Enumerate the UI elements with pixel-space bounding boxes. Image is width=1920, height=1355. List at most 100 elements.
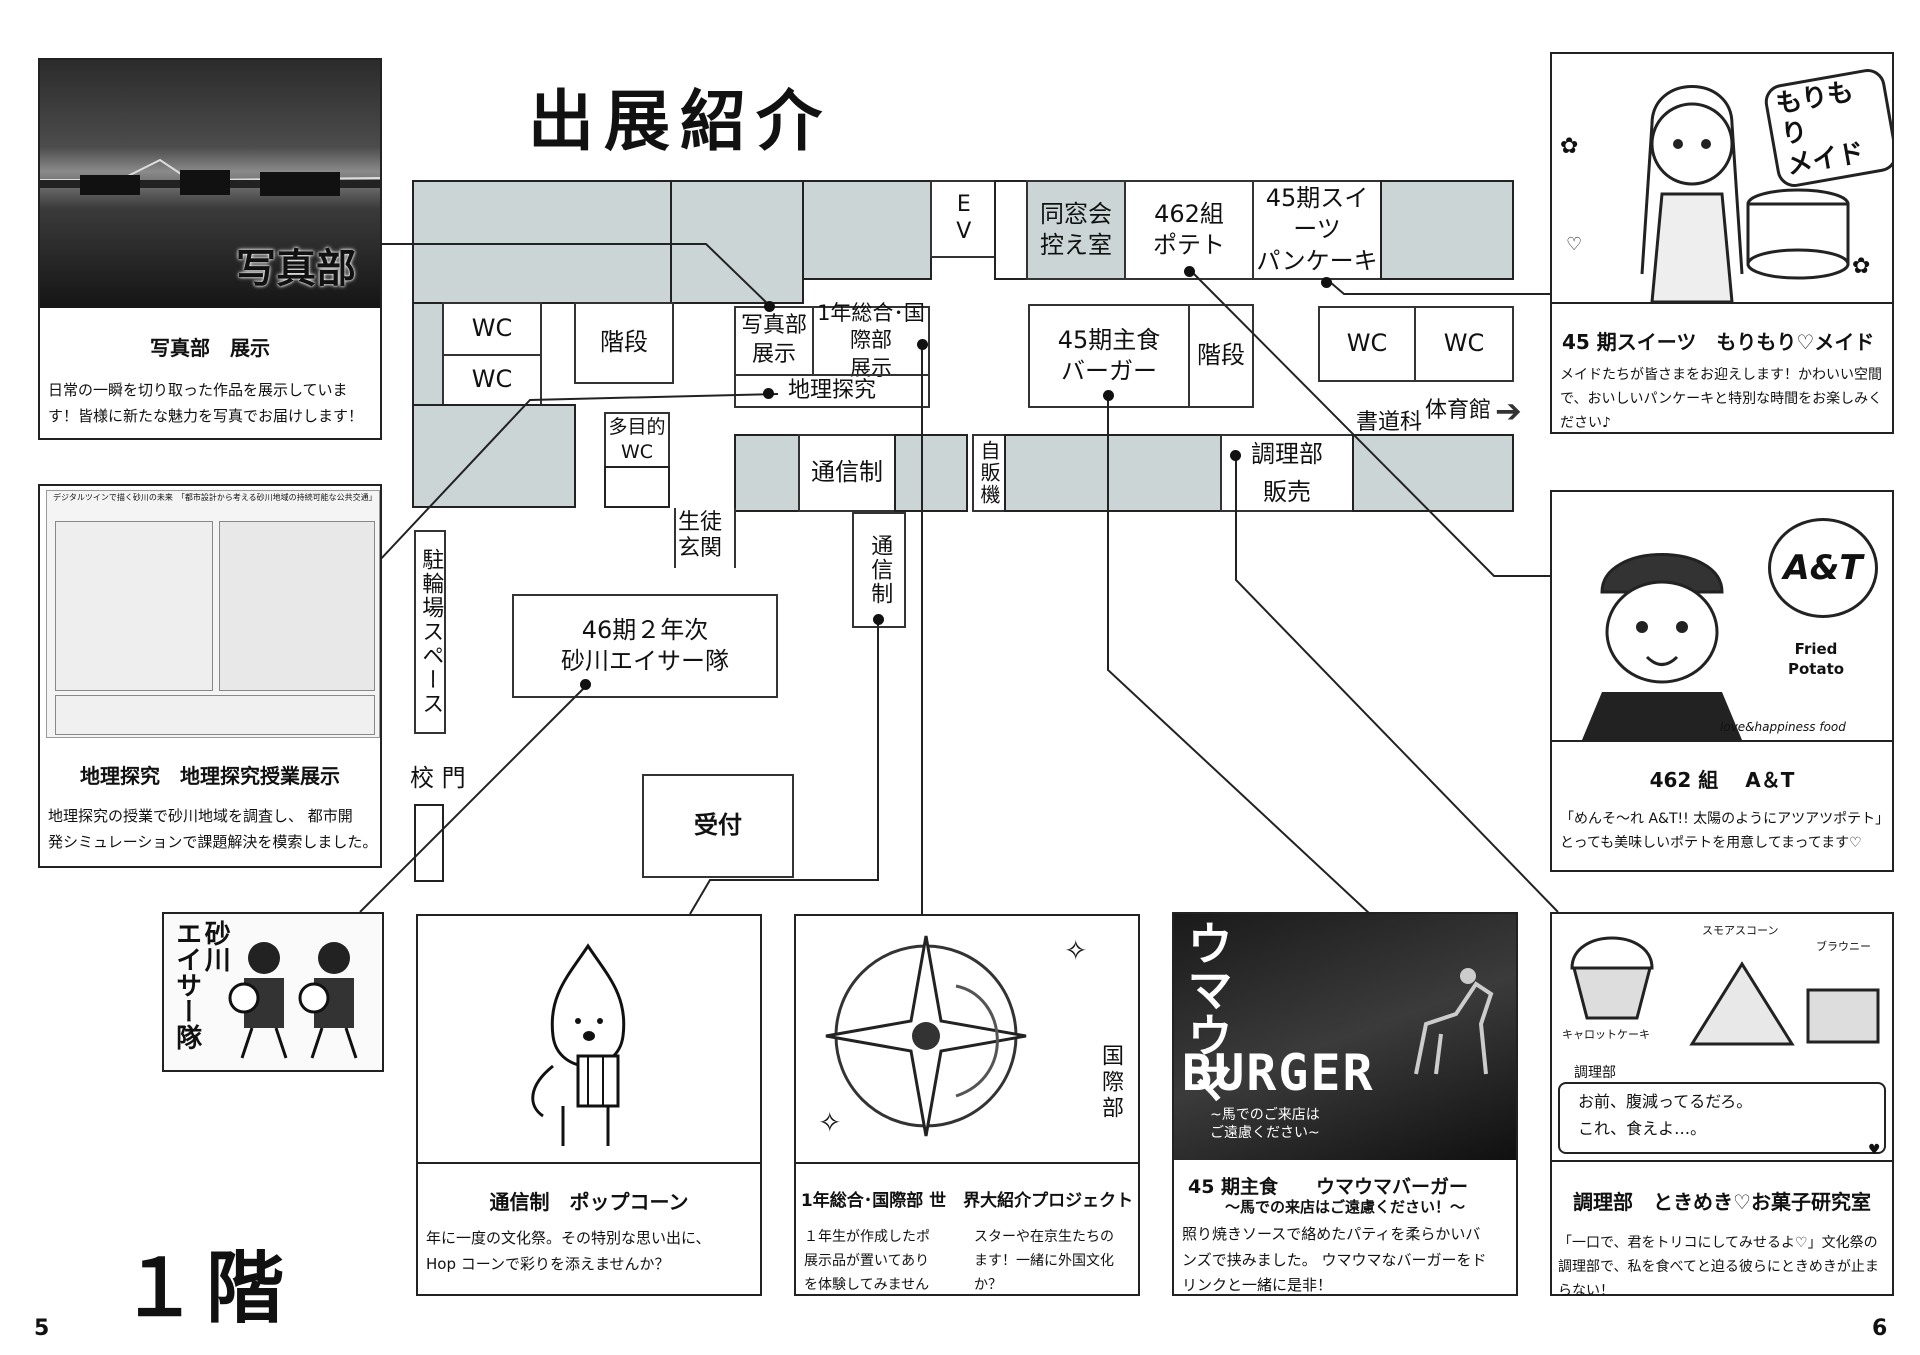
dot-tsushin — [873, 614, 884, 625]
room-wc-4: WC — [1414, 306, 1514, 382]
burger-image: ウマウマ BURGER ~馬でのご来店は ご遠慮ください~ — [1174, 914, 1516, 1160]
chouri-label-carrot: キャロットケーキ — [1562, 1028, 1650, 1041]
panel-sweets: もりもり メイド ✿ ✿ ♡ 45 期スイーツ もりもり♡メイド メイドたちが皆… — [1550, 52, 1894, 434]
bridge-silhouette-icon — [40, 158, 380, 196]
eisa-image-label: 砂川 エイサー隊 — [171, 920, 231, 1050]
sparkle-icon-2: ✧ — [818, 1106, 842, 1139]
page-title: 出展紹介 — [528, 83, 832, 160]
dot-burger — [1103, 390, 1114, 401]
sweets-image: もりもり メイド ✿ ✿ ♡ — [1552, 54, 1892, 302]
page-number-left: 5 — [34, 1316, 50, 1341]
panel-sweets-divider — [1552, 302, 1892, 304]
page-number-right: 6 — [1872, 1316, 1888, 1341]
map-block-bottom-b — [894, 434, 968, 512]
photo-image: 写真部 — [40, 60, 380, 308]
potato-image-sub: Fried Potato — [1788, 640, 1845, 678]
floor-label: １階 — [120, 1244, 293, 1334]
room-sweets-pancake: 45期スイーツ パンケーキ — [1252, 180, 1382, 280]
map-block-top-left — [412, 180, 672, 304]
horse-icon — [1414, 968, 1494, 1075]
map-block-tamokuteki-low — [604, 466, 670, 508]
area-eisa: 46期２年次 砂川エイサー隊 — [512, 594, 778, 698]
heart-icon: ♡ — [1566, 234, 1583, 255]
line-eisa — [359, 685, 587, 913]
label-seito-genkan: 生徒 玄関 — [678, 510, 723, 562]
dot-sweets — [1321, 277, 1332, 288]
burger-image-label: BURGER — [1182, 1044, 1375, 1102]
cupcake-icon — [1570, 936, 1654, 1020]
boy-character-icon — [1582, 553, 1742, 740]
sweets-image-label: もりもり メイド — [1761, 66, 1892, 190]
room-shodo: 書道科 — [1356, 410, 1423, 435]
map-block-left-low — [412, 404, 576, 508]
dot-eisa — [580, 679, 591, 690]
panel-intl-desc-left: １年生が作成したポ 展示品が置いてあり を体験してみません — [804, 1229, 930, 1293]
chouri-handwritten: お前、腹減ってるだろ。 これ、食えよ…。 — [1578, 1092, 1753, 1139]
dot-geo — [763, 388, 774, 399]
cake-icon — [1746, 188, 1850, 280]
panel-burger-desc: 照り焼きソースで絡めたパティを柔らかいバ ンズで挟みました。 ウマウマなバーガー… — [1182, 1225, 1487, 1294]
dot-chouri — [1230, 450, 1241, 461]
panel-tsushin-divider — [418, 1162, 760, 1164]
panel-sweets-title: 45 期スイーツ もりもり♡メイド — [1562, 330, 1875, 354]
panel-tsushin: 通信制 ポップコーン 年に一度の文化祭。その特別な思い出に、 Hop コーンで彩… — [416, 914, 762, 1296]
panel-chouri-desc: 「一口で、君をトリコにしてみせるよ♡」文化祭の 調理部で、私を食べてと迫る彼らに… — [1558, 1235, 1879, 1299]
chouri-label-brownie: ブラウニー — [1816, 940, 1871, 953]
arrow-right-icon: ➔ — [1495, 392, 1522, 430]
eisa-dancers-icon — [228, 942, 358, 1059]
panel-potato-title: 462 組 A＆T — [1649, 768, 1795, 792]
room-taiikukan: 体育館 — [1425, 398, 1492, 423]
dot-photo — [764, 301, 775, 312]
panel-burger-title: 45 期主食 ウマウマバーガー — [1188, 1176, 1469, 1198]
dot-potato — [1184, 266, 1195, 277]
room-chouri: 調理部 販売 — [1220, 434, 1354, 512]
map-block-bottom-d — [1352, 434, 1514, 512]
room-tamokuteki-wc: 多目的 WC — [604, 412, 670, 468]
room-462-potato: 462組 ポテト — [1124, 180, 1254, 280]
panel-potato-desc: 「めんそ〜れ A&T!! 太陽のようにアツアツポテト」 とっても美味しいポテトを… — [1560, 811, 1890, 851]
line-burger — [1107, 396, 1371, 915]
flower-icon: ✿ — [1560, 134, 1579, 159]
panel-intl: ✧ ✧ 国際部 1年総合･国際部 世 界大紹介プロジェクト １年生が作成したポ … — [794, 914, 1140, 1296]
heart-icon: ♥ — [1868, 1142, 1881, 1158]
potato-image-foot: love&happiness food — [1720, 720, 1846, 734]
chouri-speech-box — [1558, 1082, 1886, 1154]
geo-poster-title: デジタルツインで描く砂川の未来 「都市設計から考える砂川地域の持続可能な公共交通… — [53, 493, 373, 502]
line-photo — [378, 243, 773, 309]
scone-icon — [1689, 961, 1795, 1046]
flower-icon-2: ✿ — [1852, 254, 1871, 279]
panel-intl-desc-right: スターや在京生たちの ます！一緒に外国文化 か？ — [974, 1229, 1114, 1293]
panel-burger: ウマウマ BURGER ~馬でのご来店は ご遠慮ください~ 45 期主食 ウマウ… — [1172, 912, 1518, 1296]
burger-image-sub: ~馬でのご来店は ご遠慮ください~ — [1210, 1107, 1320, 1142]
room-wc-3: WC — [1318, 306, 1416, 382]
geo-poster-panel-right — [219, 521, 375, 691]
panel-burger-subtitle: 〜馬での来店はご遠慮ください！〜 — [1224, 1198, 1465, 1216]
geo-poster-image: デジタルツインで描く砂川の未来 「都市設計から考える砂川地域の持続可能な公共交通… — [46, 490, 380, 738]
sparkle-icon: ✧ — [1064, 934, 1088, 967]
geo-poster-footer — [55, 695, 375, 735]
panel-chouri-title: 調理部 ときめき♡お菓子研究室 — [1573, 1190, 1871, 1214]
popcorn-mascot-icon — [531, 943, 626, 1146]
dot-intl — [917, 339, 928, 350]
line-genkan-left — [674, 508, 676, 568]
intl-image-label: 国際部 — [1098, 1044, 1123, 1122]
chouri-image: キャロットケーキ スモアスコーン ブラウニー 調理部 お前、腹減ってるだろ。 こ… — [1552, 914, 1892, 1162]
panel-photo-title: 写真部 展示 — [150, 336, 270, 360]
burger-image-label-vertical: ウマウマ — [1180, 920, 1234, 1104]
panel-intl-divider — [796, 1162, 1138, 1164]
photo-image-label: 写真部 — [236, 245, 356, 292]
panel-potato: A&T Fried Potato love&happiness food 462… — [1550, 490, 1894, 872]
maid-girl-icon — [1640, 85, 1744, 302]
chouri-label-club: 調理部 — [1574, 1065, 1616, 1081]
panel-tsushin-desc: 年に一度の文化祭。その特別な思い出に、 Hop コーンで彩りを添えませんか？ — [426, 1229, 711, 1273]
potato-image-label: A&T — [1768, 518, 1878, 618]
line-geo — [377, 393, 779, 563]
potato-image: A&T Fried Potato love&happiness food — [1552, 492, 1892, 740]
area-churinjo: 駐輪場スペース — [414, 530, 446, 734]
panel-geo-desc: 地理探究の授業で砂川地域を調査し、 都市開 発シミュレーションで課題解決を模索し… — [48, 807, 378, 851]
label-koumon: 校 門 — [410, 764, 466, 792]
panel-chouri-divider — [1552, 1160, 1892, 1162]
map-block-top-mid2 — [802, 180, 932, 280]
panel-sweets-desc: メイドたちが皆さまをお迎えします！かわいい空間 で、おいしいパンケーキと特別な時… — [1560, 367, 1883, 431]
